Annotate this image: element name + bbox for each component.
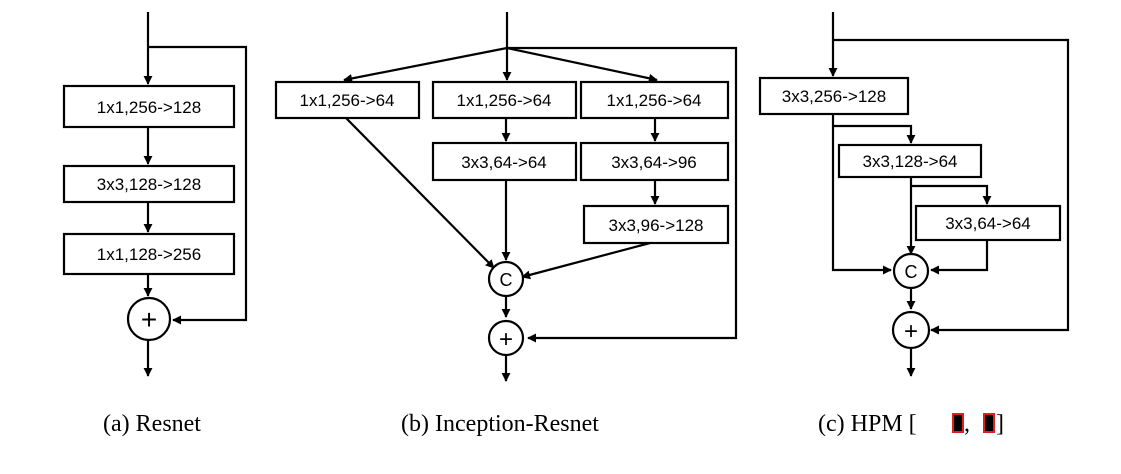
hpm-box-3-label: 3x3,64->64 (945, 214, 1031, 233)
inception-concat-node: C (487, 260, 525, 298)
hpm-box3-to-concat (930, 240, 989, 275)
hpm-box2-to-box3 (911, 184, 992, 205)
resnet-box-2-label: 3x3,128->128 (97, 175, 201, 194)
citation-marker-1[interactable] (952, 413, 964, 433)
inception-box-right-2-label: 3x3,64->96 (611, 153, 697, 172)
hpm-box-1: 3x3,256->128 (758, 76, 910, 116)
hpm-concat-symbol: C (905, 262, 918, 282)
caption-hpm-separator: , (964, 411, 970, 437)
hpm-box-1-label: 3x3,256->128 (782, 87, 886, 106)
inception-box-left-1-label: 1x1,256->64 (300, 91, 395, 110)
arrow-left-to-concat (345, 117, 495, 269)
hpm-add-symbol: + (904, 318, 918, 345)
arrow-split-right (506, 46, 658, 83)
hpm-skip-connection (833, 38, 1070, 335)
skip-connection (148, 45, 248, 325)
inception-box-right-3: 3x3,96->128 (582, 204, 730, 245)
hpm-box-2: 3x3,128->64 (837, 143, 983, 179)
hpm-box-3: 3x3,64->64 (914, 204, 1062, 242)
inception-add-symbol: + (499, 326, 513, 353)
hpm-box1-to-concat (831, 114, 892, 275)
hpm-box1-to-box2 (833, 124, 916, 144)
arrow-split-left (343, 46, 508, 83)
inception-box-right-1-label: 1x1,256->64 (607, 91, 702, 110)
inception-box-mid-1: 1x1,256->64 (431, 80, 578, 120)
inception-concat-symbol: C (500, 270, 513, 290)
panel-hpm: 3x3,256->128 3x3,128->64 3x3,64->64 C + (758, 12, 1070, 377)
resnet-box-1-label: 1x1,256->128 (97, 98, 201, 117)
resnet-box-1: 1x1,256->128 (62, 84, 236, 129)
caption-hpm-suffix: ] (996, 411, 1004, 437)
hpm-add-node: + (891, 310, 931, 350)
caption-resnet: (a) Resnet (103, 411, 201, 437)
inception-skip-connection (507, 46, 738, 343)
resnet-add-symbol: + (141, 304, 157, 335)
caption-hpm-prefix: (c) HPM [ (818, 411, 917, 437)
resnet-box-2: 3x3,128->128 (62, 164, 236, 204)
inception-box-right-1: 1x1,256->64 (579, 80, 730, 120)
panel-inception-resnet: 1x1,256->64 1x1,256->64 1x1,256->64 3x3,… (274, 12, 738, 382)
resnet-box-3: 1x1,128->256 (62, 232, 236, 276)
caption-hpm: (c) HPM [ , ] (818, 411, 1004, 437)
resnet-add-node: + (126, 296, 172, 342)
inception-box-mid-1-label: 1x1,256->64 (457, 91, 552, 110)
hpm-concat-node: C (892, 252, 930, 290)
inception-box-right-2: 3x3,64->96 (579, 141, 730, 182)
inception-box-left-1: 1x1,256->64 (274, 80, 421, 120)
arrow-right-to-concat (521, 241, 651, 280)
citation-marker-2[interactable] (983, 413, 995, 433)
caption-inception-resnet: (b) Inception-Resnet (401, 411, 599, 437)
inception-add-node: + (487, 319, 525, 357)
panel-resnet: 1x1,256->128 3x3,128->128 1x1,128->256 + (62, 12, 248, 377)
hpm-box-2-label: 3x3,128->64 (863, 152, 958, 171)
resnet-box-3-label: 1x1,128->256 (97, 245, 201, 264)
inception-box-right-3-label: 3x3,96->128 (609, 216, 704, 235)
inception-box-mid-2: 3x3,64->64 (431, 141, 578, 182)
inception-box-mid-2-label: 3x3,64->64 (461, 153, 547, 172)
